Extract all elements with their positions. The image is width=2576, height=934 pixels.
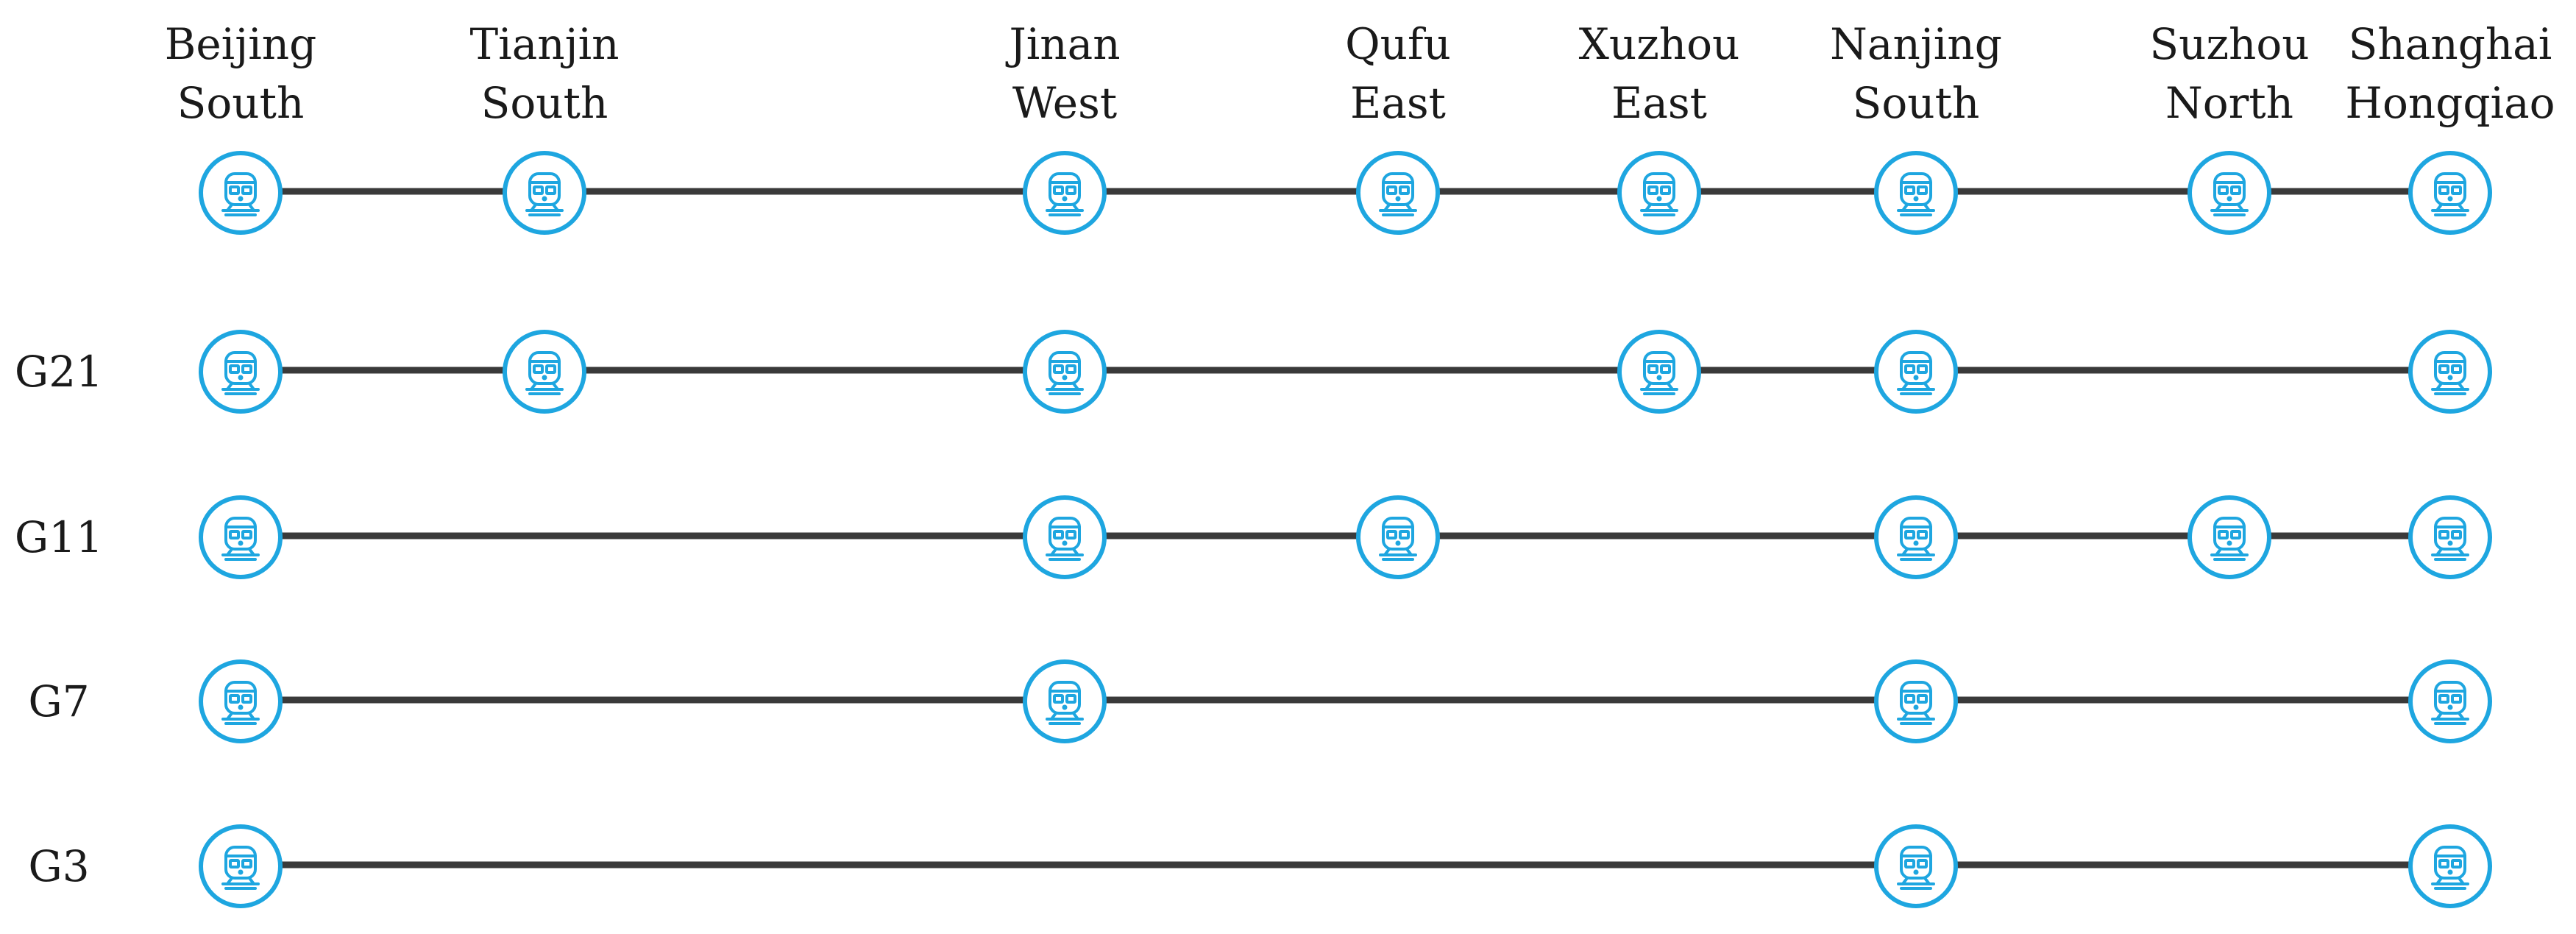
train-number-label: G7	[28, 676, 89, 726]
station-label-line: Suzhou	[2149, 19, 2309, 69]
station-label-line: Qufu	[1345, 19, 1451, 69]
train-icon	[1874, 824, 1958, 908]
train-icon	[1023, 495, 1107, 579]
train-icon	[503, 330, 586, 414]
route-row-g21: G21	[15, 330, 2492, 414]
stop-njs	[1874, 495, 1958, 579]
stop-bjs	[199, 151, 283, 235]
train-icon	[199, 659, 283, 743]
train-icon	[1023, 330, 1107, 414]
train-icon	[2408, 151, 2492, 235]
route-row-g3: G3	[28, 824, 2492, 908]
stop-bjs	[199, 659, 283, 743]
stop-shh	[2408, 330, 2492, 414]
train-icon	[199, 495, 283, 579]
train-icon	[2408, 659, 2492, 743]
station-label-line: East	[1611, 78, 1707, 128]
stop-njs	[1874, 330, 1958, 414]
train-icon	[199, 824, 283, 908]
route-row-g11: G11	[15, 495, 2492, 579]
stop-szn	[2188, 495, 2271, 579]
train-icon	[2408, 330, 2492, 414]
station-label-line: North	[2165, 78, 2293, 128]
train-icon	[1356, 151, 1440, 235]
stop-njs	[1874, 824, 1958, 908]
station-label-line: South	[481, 78, 608, 128]
train-icon	[1874, 330, 1958, 414]
stop-xze	[1617, 330, 1701, 414]
station-label-line: South	[177, 78, 305, 128]
stop-bjs	[199, 495, 283, 579]
train-icon	[1874, 151, 1958, 235]
train-number-label: G11	[15, 512, 103, 562]
station-label-line: Hongqiao	[2345, 78, 2555, 128]
stop-jnw	[1023, 151, 1107, 235]
station-label-line: East	[1350, 78, 1446, 128]
train-number-label: G21	[15, 347, 103, 397]
stop-shh	[2408, 659, 2492, 743]
route-row-all-stations	[199, 151, 2492, 235]
stop-xze	[1617, 151, 1701, 235]
stop-tjs	[503, 330, 586, 414]
stop-njs	[1874, 659, 1958, 743]
train-icon	[1874, 495, 1958, 579]
train-icon	[199, 151, 283, 235]
route-row-g7: G7	[28, 659, 2492, 743]
stop-shh	[2408, 824, 2492, 908]
station-label-line: West	[1012, 78, 1117, 128]
station-label-line: Xuzhou	[1579, 19, 1740, 69]
stop-tjs	[503, 151, 586, 235]
station-label-line: Shanghai	[2349, 19, 2552, 69]
train-icon	[1617, 330, 1701, 414]
station-label-line: Nanjing	[1830, 19, 2002, 69]
stop-szn	[2188, 151, 2271, 235]
train-icon	[1874, 659, 1958, 743]
station-label-line: Beijing	[165, 19, 317, 69]
station-label-line: Jinan	[1005, 19, 1120, 69]
train-icon	[1617, 151, 1701, 235]
stop-bjs	[199, 330, 283, 414]
stop-shh	[2408, 495, 2492, 579]
station-label-line: Tianjin	[469, 19, 619, 69]
train-number-label: G3	[28, 841, 89, 891]
train-icon	[1023, 151, 1107, 235]
stop-qfe	[1356, 151, 1440, 235]
train-icon	[1356, 495, 1440, 579]
station-label-line: South	[1853, 78, 1980, 128]
stop-jnw	[1023, 659, 1107, 743]
stop-qfe	[1356, 495, 1440, 579]
train-icon	[199, 330, 283, 414]
train-icon	[1023, 659, 1107, 743]
stop-shh	[2408, 151, 2492, 235]
train-icon	[2188, 151, 2271, 235]
train-icon	[2408, 495, 2492, 579]
stop-bjs	[199, 824, 283, 908]
stop-jnw	[1023, 330, 1107, 414]
stop-jnw	[1023, 495, 1107, 579]
train-icon	[503, 151, 586, 235]
train-icon	[2408, 824, 2492, 908]
train-icon	[2188, 495, 2271, 579]
stop-njs	[1874, 151, 1958, 235]
